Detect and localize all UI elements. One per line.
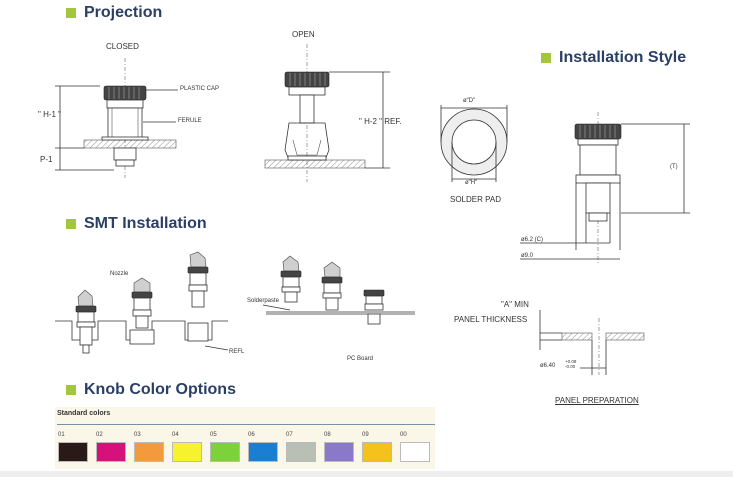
knob-color-heading: Knob Color Options bbox=[66, 381, 236, 399]
installation-style-title: Installation Style bbox=[559, 49, 687, 66]
panel-preparation-drawing bbox=[539, 310, 645, 375]
h1-label: " H-1 " bbox=[38, 110, 62, 119]
knob-color-title: Knob Color Options bbox=[84, 381, 236, 398]
solder-pad-label: SOLDER PAD bbox=[450, 195, 501, 204]
installation-style-heading: Installation Style bbox=[541, 49, 686, 67]
color-swatch-09[interactable] bbox=[362, 442, 392, 462]
swatch-number: 02 bbox=[96, 432, 103, 438]
pc-board-label: PC Board bbox=[347, 356, 374, 362]
tolerance-plus: +0.08 bbox=[565, 359, 577, 364]
d-diameter-label: ø"D" bbox=[463, 98, 476, 104]
smt-installation-heading: SMT Installation bbox=[66, 215, 207, 233]
swatch-number: 04 bbox=[172, 432, 179, 438]
bullet-square-icon bbox=[66, 219, 76, 229]
d640-label: ø6.40 bbox=[540, 363, 556, 369]
p1-label: P-1 bbox=[40, 155, 53, 164]
bullet-square-icon bbox=[66, 385, 76, 395]
color-swatch-06[interactable] bbox=[248, 442, 278, 462]
h-diameter-label: ø"H" bbox=[465, 180, 478, 186]
swatch-number: 03 bbox=[134, 432, 141, 438]
color-swatch-04[interactable] bbox=[172, 442, 202, 462]
swatch-number: 09 bbox=[362, 432, 369, 438]
plastic-cap-label: PLASTIC CAP bbox=[180, 86, 220, 92]
color-swatch-03[interactable] bbox=[134, 442, 164, 462]
swatch-number: 05 bbox=[210, 432, 217, 438]
a-min-label: "A" MIN bbox=[501, 300, 529, 309]
color-swatch-02[interactable] bbox=[96, 442, 126, 462]
color-swatch-05[interactable] bbox=[210, 442, 240, 462]
swatch-number: 08 bbox=[324, 432, 331, 438]
open-label: OPEN bbox=[292, 30, 315, 39]
closed-label: CLOSED bbox=[106, 42, 139, 51]
color-swatch-01[interactable] bbox=[58, 442, 88, 462]
installation-side-drawing bbox=[520, 112, 690, 265]
divider bbox=[57, 424, 435, 425]
open-view-drawing bbox=[264, 44, 390, 182]
bullet-square-icon bbox=[66, 8, 76, 18]
h2-label: " H-2 " REF. bbox=[359, 117, 402, 126]
solder-pad-drawing bbox=[440, 105, 508, 182]
solderpaste-label: Solderpaste bbox=[247, 298, 280, 304]
panel-thickness-label: PANEL THICKNESS bbox=[454, 315, 528, 324]
ferrule-label: FERULE bbox=[178, 118, 202, 124]
color-swatch-08[interactable] bbox=[324, 442, 354, 462]
swatch-number: 00 bbox=[400, 432, 407, 438]
tolerance-label: +0.08 -0.00 bbox=[565, 359, 576, 369]
color-swatch-07[interactable] bbox=[286, 442, 316, 462]
tolerance-minus: -0.00 bbox=[565, 364, 576, 369]
d62-label: ø6.2 (C) bbox=[521, 237, 544, 243]
projection-heading: Projection bbox=[66, 4, 162, 22]
t-dimension-label: (T) bbox=[670, 164, 678, 170]
swatch-number: 07 bbox=[286, 432, 293, 438]
swatch-number: 01 bbox=[58, 432, 65, 438]
panel-preparation-label: PANEL PREPARATION bbox=[555, 396, 639, 405]
standard-colors-title: Standard colors bbox=[57, 410, 111, 417]
d90-label: ø9.0 bbox=[521, 253, 534, 259]
smt-installation-title: SMT Installation bbox=[84, 215, 207, 232]
swatch-number: 06 bbox=[248, 432, 255, 438]
smt-installation-drawing bbox=[55, 251, 415, 354]
bullet-square-icon bbox=[541, 53, 551, 63]
color-swatch-00[interactable] bbox=[400, 442, 430, 462]
refl-label: REFL bbox=[229, 349, 245, 355]
projection-title: Projection bbox=[84, 4, 163, 21]
closed-view-drawing bbox=[55, 58, 178, 178]
nozzle-label: Nozzle bbox=[110, 271, 129, 277]
bottom-band bbox=[0, 471, 733, 477]
